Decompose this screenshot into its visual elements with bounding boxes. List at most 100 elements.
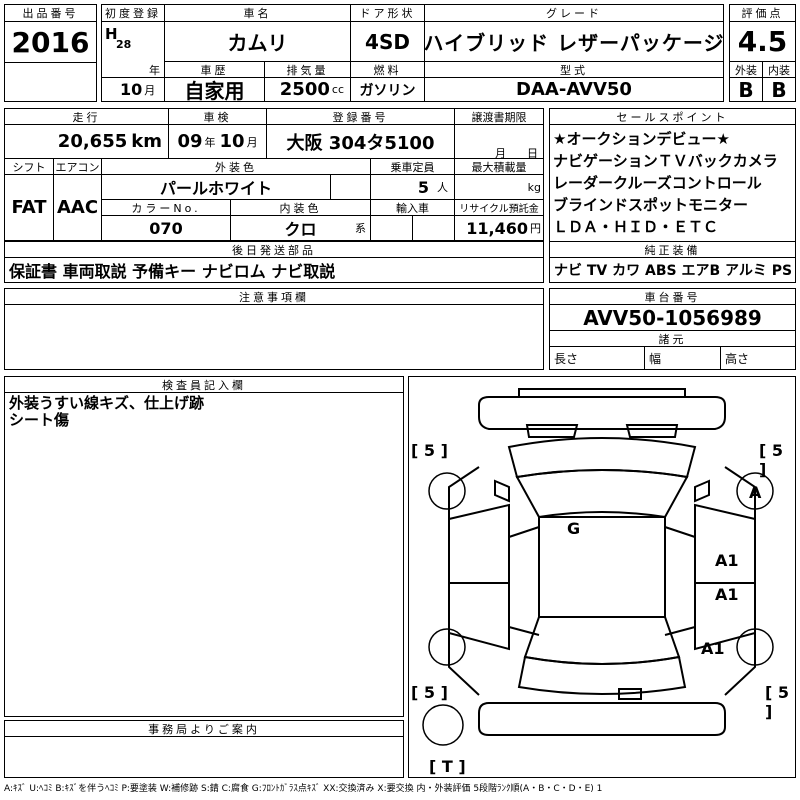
max-load-header: 最大積載量 <box>454 158 544 175</box>
history-header: 車歴 <box>164 61 265 78</box>
displacement-cell: 2500 cc <box>264 77 351 102</box>
exterior-header: 外装 <box>729 61 763 78</box>
displacement-header: 排気量 <box>264 61 351 78</box>
exterior-grade: B <box>729 77 763 102</box>
score-header: 評価点 <box>729 4 796 22</box>
lot-no-blank <box>4 62 97 102</box>
max-load-unit: kg <box>527 180 541 194</box>
mileage-header: 走行 <box>4 108 169 125</box>
shift-value: FAT <box>4 174 54 241</box>
ext-color-extra <box>330 174 371 200</box>
model-code-value: DAA-AVV50 <box>424 77 724 102</box>
interior-grade: B <box>762 77 796 102</box>
first-reg-month-unit: 月 <box>144 83 156 97</box>
ext-color-header: 外装色 <box>101 158 371 175</box>
damage-mark-a1: A1 <box>715 551 739 570</box>
spec-width: 幅 <box>644 346 721 370</box>
recycle-unit: 円 <box>530 222 541 235</box>
import-cell-a <box>370 215 413 241</box>
transfer-day-unit: 日 <box>527 147 538 159</box>
office-notice-header: 事務局よりご案内 <box>4 720 404 737</box>
grade-header: グレード <box>424 4 724 22</box>
damage-mark-a1: A1 <box>715 585 739 604</box>
specs-header: 諸元 <box>549 330 796 347</box>
notes-body <box>4 304 544 370</box>
grade-value: ハイブリッド レザーパッケージ <box>424 21 724 62</box>
displacement-value: 2500 <box>279 79 330 100</box>
inspection-cell: 09 年 10 月 <box>168 124 267 159</box>
sales-point: ★オークションデビュー★ <box>553 130 730 148</box>
lot-no-value: 2016 <box>4 21 97 63</box>
tire-rear-left: [ 5 ] <box>411 683 448 702</box>
door-type-value: 4SD <box>350 21 425 62</box>
displacement-unit: cc <box>331 83 344 96</box>
first-reg-month-cell: 10 月 <box>101 77 165 102</box>
recycle-value: 11,460 <box>466 218 528 238</box>
mileage-value: 20,655 <box>57 131 128 152</box>
first-reg-year: 28 <box>116 38 132 51</box>
capacity-unit: 人 <box>437 181 448 194</box>
sales-point: ブラインドスポットモニター <box>553 196 749 214</box>
import-cell-b <box>412 215 455 241</box>
capacity-value: 5 <box>417 177 429 197</box>
fuel-header: 燃料 <box>350 61 425 78</box>
capacity-cell: 5 人 <box>370 174 455 200</box>
inspection-year: 09 <box>177 131 203 152</box>
door-type-header: ドア形状 <box>350 4 425 22</box>
damage-legend: A:ｷｽﾞ U:ﾍｺﾐ B:ｷｽﾞを伴うﾍｺﾐ P:要塗装 W:補修跡 S:錆 … <box>4 784 603 794</box>
sales-point: ナビゲーションＴＶバックカメラ <box>553 152 778 170</box>
inspector-notes-body: 外装うすい線キズ、仕上げ跡 シート傷 <box>4 392 404 717</box>
aircon-header: エアコン <box>53 158 102 175</box>
office-notice-body <box>4 736 404 778</box>
later-parts-header: 後日発送部品 <box>4 241 544 258</box>
inspection-month-unit: 月 <box>246 135 258 149</box>
max-load-cell: kg <box>454 174 544 200</box>
car-name-value: カムリ <box>164 21 351 62</box>
history-value: 自家用 <box>164 77 265 102</box>
inspection-month: 10 <box>219 131 245 152</box>
aircon-value: AAC <box>53 174 102 241</box>
sales-point: レーダークルーズコントロール <box>553 174 762 192</box>
model-code-header: 型式 <box>424 61 724 78</box>
sales-points-list: ★オークションデビュー★ ナビゲーションＴＶバックカメラ レーダークルーズコント… <box>549 124 796 242</box>
inspector-line: シート傷 <box>9 411 70 429</box>
sales-points-header: セールスポイント <box>549 108 796 125</box>
sales-point: ＬＤＡ・ＨＩＤ・ＥＴＣ <box>553 218 719 236</box>
car-name-header: 車名 <box>164 4 351 22</box>
recycle-cell: 11,460 円 <box>454 215 544 241</box>
damage-mark-a: A <box>749 483 762 502</box>
genuine-equipment-value: ナビ TV カワ ABS エアB アルミ PS PW <box>549 257 796 283</box>
damage-diagram: [ 5 ] [ 5 ] [ 5 ] [ 5 ] [ T ] A G A1 A1 … <box>408 376 796 778</box>
car-outline <box>422 388 774 746</box>
first-reg-month: 10 <box>120 80 143 99</box>
inspection-year-unit: 年 <box>204 135 216 149</box>
damage-mark-a1: A1 <box>701 639 725 658</box>
fuel-value: ガソリン <box>350 77 425 102</box>
lot-no-header: 出品番号 <box>4 4 97 22</box>
first-reg-header: 初度登録 <box>101 4 165 22</box>
spare-tire: [ T ] <box>429 757 466 776</box>
spec-length: 長さ <box>549 346 645 370</box>
first-reg-era: H <box>105 25 118 43</box>
color-no-header: カラーNo. <box>101 199 231 216</box>
color-no-value: 070 <box>101 215 231 241</box>
score-value: 4.5 <box>729 21 796 62</box>
spec-height: 高さ <box>720 346 796 370</box>
tire-front-right: [ 5 ] <box>759 441 784 479</box>
tire-rear-right: [ 5 ] <box>765 683 790 721</box>
recycle-header: リサイクル預託金 <box>454 199 544 216</box>
mileage-unit: km <box>131 131 162 152</box>
genuine-equipment-header: 純正装備 <box>549 241 796 258</box>
inspector-line: 外装うすい線キズ、仕上げ跡 <box>9 394 205 412</box>
mileage-cell: 20,655 km <box>4 124 169 159</box>
ext-color-value: パールホワイト <box>101 174 331 200</box>
later-parts-value: 保証書 車両取説 予備キー ナビロム ナビ取説 <box>4 257 544 283</box>
first-reg-year-unit: 年 <box>149 64 160 77</box>
damage-mark-g: G <box>567 519 581 538</box>
import-header: 輸入車 <box>370 199 455 216</box>
chassis-no-value: AVV50-1056989 <box>549 304 796 331</box>
int-color-cell: クロ 系 <box>230 215 371 241</box>
tire-front-left: [ 5 ] <box>411 441 448 460</box>
interior-header: 内装 <box>762 61 796 78</box>
int-color-value: クロ <box>284 220 317 239</box>
